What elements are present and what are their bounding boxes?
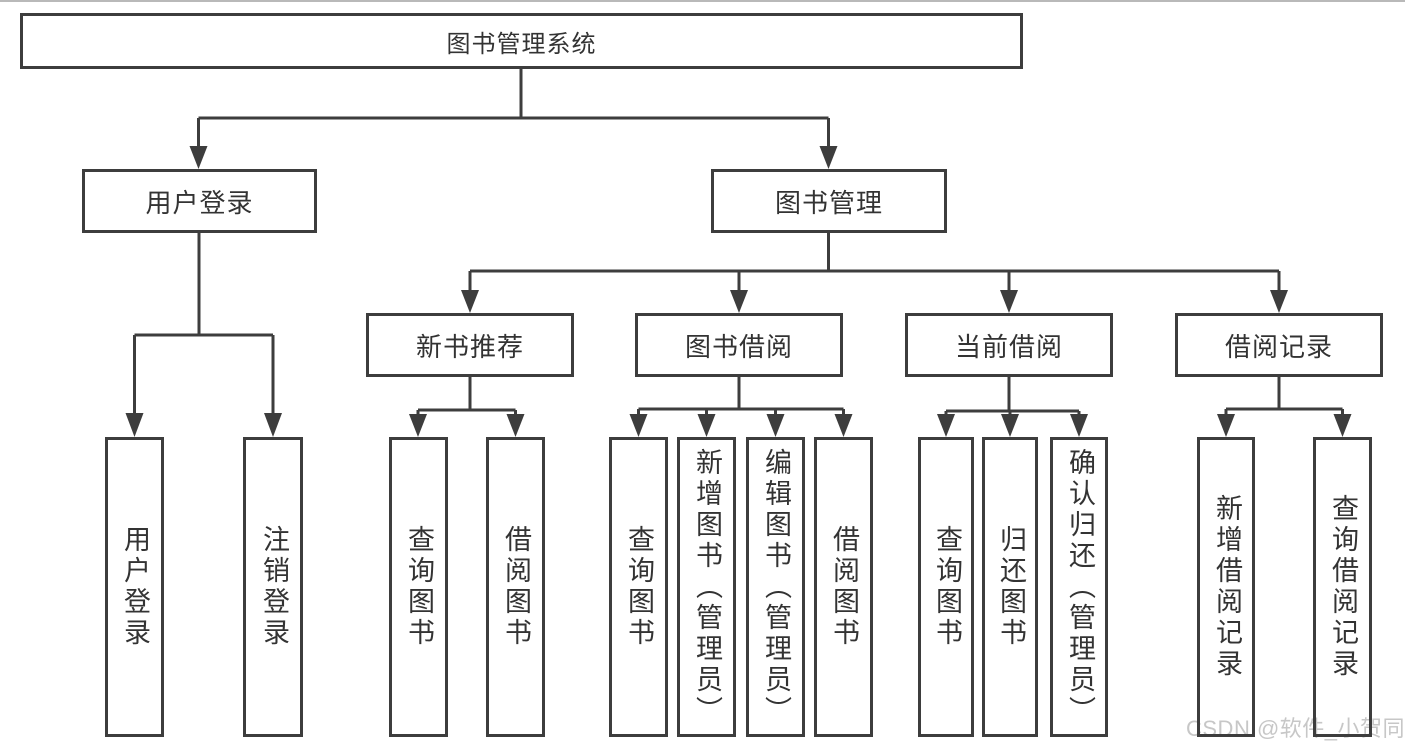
connector-bookborrow-to-leaves (637, 377, 845, 417)
connector-borrowrecord-to-leaves (1224, 377, 1344, 417)
connector-root-to-level2 (197, 69, 830, 150)
arrowhead-icon (629, 414, 648, 437)
leaf-br-query-record: 查询借阅记录 (1313, 437, 1372, 737)
leaf-cb-query-book: 查询图书 (918, 437, 974, 737)
leaf-rec-borrow-book: 借阅图书 (486, 437, 545, 737)
arrowhead-icon (461, 290, 479, 313)
page-top-divider (0, 0, 1405, 2)
leaf-bb-edit-book-admin: 编辑图书（管理员） (746, 437, 805, 737)
arrowheads (125, 146, 1352, 437)
arrowhead-icon (1217, 414, 1235, 437)
arrowhead-icon (1333, 414, 1352, 437)
leaf-cb-confirm-return-admin: 确认归还（管理员） (1050, 437, 1108, 737)
leaf-br-add-record: 新增借阅记录 (1197, 437, 1255, 737)
arrowhead-icon (125, 413, 144, 437)
leaf-bb-add-book-admin: 新增图书（管理员） (677, 437, 736, 737)
connector-currentborrow-to-leaves (944, 377, 1081, 417)
arrowhead-icon (506, 414, 525, 437)
connector-bookmgmt-to-level3 (468, 233, 1281, 293)
arrowhead-icon (1000, 290, 1018, 313)
leaf-logout: 注销登录 (243, 437, 303, 737)
node-book-management: 图书管理 (711, 169, 947, 233)
leaf-bb-query-book: 查询图书 (609, 437, 668, 737)
node-borrowing-records: 借阅记录 (1175, 313, 1383, 377)
arrowhead-icon (264, 413, 282, 437)
arrowhead-icon (937, 414, 955, 437)
arrowhead-icon (697, 414, 716, 437)
arrowhead-icon (730, 290, 748, 313)
leaf-cb-return-book: 归还图书 (982, 437, 1038, 737)
leaf-rec-query-book: 查询图书 (389, 437, 448, 737)
connector-newbookrec-to-leaves (416, 377, 517, 417)
node-user-login: 用户登录 (82, 169, 317, 233)
arrowhead-icon (189, 146, 208, 169)
node-new-book-recommendation: 新书推荐 (366, 313, 574, 377)
arrowhead-icon (409, 414, 427, 437)
node-book-borrowing: 图书借阅 (635, 313, 843, 377)
arrowhead-icon (1001, 414, 1019, 437)
node-root-system: 图书管理系统 (20, 13, 1023, 69)
node-current-borrowing: 当前借阅 (905, 313, 1113, 377)
arrowhead-icon (766, 414, 785, 437)
arrowhead-icon (819, 146, 838, 169)
leaf-user-login: 用户登录 (105, 437, 164, 737)
arrowhead-icon (1070, 414, 1088, 437)
leaf-bb-borrow-book: 借阅图书 (814, 437, 873, 737)
arrowhead-icon (834, 414, 853, 437)
arrowhead-icon (1270, 290, 1288, 313)
connector-userlogin-to-leaves (133, 233, 275, 417)
